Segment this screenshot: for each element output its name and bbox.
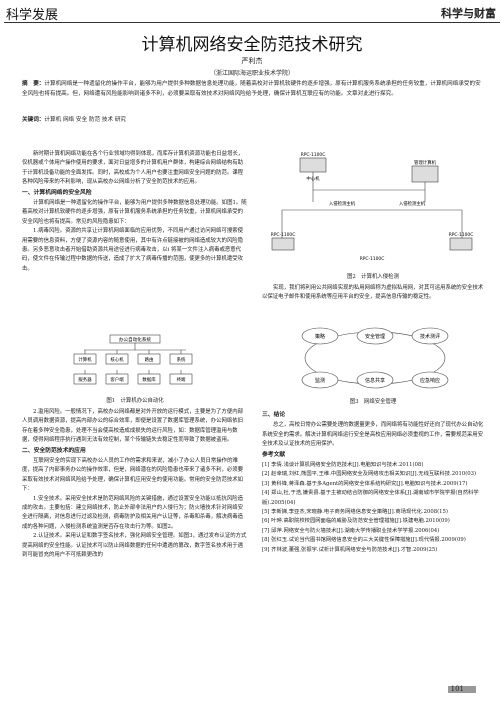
reference-item: [7] 邱萍.网络安全与防火墙技术[J].湖南大学传播职业技术学学报.2006(… bbox=[262, 527, 440, 534]
section-2-paragraph-2: 1.安全技术。采用安全技术是防范网络风险的关键措施，通过设置安全功能以抵抗风险造… bbox=[22, 495, 244, 530]
fig1-node-box bbox=[105, 373, 129, 385]
fig1-top-label: 办公自动化系统 bbox=[119, 336, 152, 343]
fig1-node-label: 系统 bbox=[177, 356, 186, 363]
paper-title: 计算机网络安全防范技术研究 bbox=[141, 35, 363, 55]
abstract-label: 摘 要： bbox=[22, 81, 45, 87]
left-column-top: 新时期计算机网络功能在各个行业领域均得到体现，而库存计算机资源功能也日益增长，仅… bbox=[22, 150, 248, 274]
keywords: 关键词：计算机 网络 安全 防范 技术 研究 bbox=[22, 115, 484, 123]
fig3-node-ellipse bbox=[301, 371, 339, 389]
abstract: 摘 要：计算机网络是一种遗留化的操作平台，能够为用户提供多种数据信息处理功能，随… bbox=[22, 80, 484, 99]
figure-2: RPC-1100C 中心机 管理计算机入侵检测主机 入侵检测主机 RPC-1100C RP… bbox=[262, 150, 484, 270]
section-2-heading: 二、安全防范技术的应用 bbox=[22, 447, 86, 454]
fig3-node-ellipse bbox=[356, 371, 394, 389]
journal-section-label: 科学发展 bbox=[6, 8, 59, 23]
fig3-node-ellipse bbox=[411, 371, 449, 389]
affiliation: （浙江国际海运职业技术学院） bbox=[209, 70, 294, 77]
reference-item: [8] 张红玉.试论当代图书馆网络信息安全的三大关键性保障措施[J].现代情报.… bbox=[262, 537, 466, 544]
reference-item: [3] 黄科锋,蒋泽森.基于多Agent的网络安全体系结构研究[J].电脑知识与… bbox=[262, 480, 468, 487]
fig2-node-label: 中心机 bbox=[306, 175, 320, 182]
right-paragraph-1: 实现，我们将利用公共网络实现的私用网络称为虚拟私用网，对其可运用系统的安全技术以… bbox=[262, 285, 484, 301]
fig3-node-label: 应急响应 bbox=[420, 377, 440, 384]
fig1-node-box bbox=[137, 373, 161, 385]
intro-paragraph: 新时期计算机网络功能在各个行业领域均得到体现，而库存计算机资源功能也日益增长，仅… bbox=[22, 151, 244, 186]
fig3-node-label: 安全管理 bbox=[365, 333, 385, 340]
section-1-paragraph-2: 1.病毒风险。资源的共享让计算机网络面临的应用优势，不同用户通过访问网络可搜索使… bbox=[22, 228, 244, 272]
section-1-paragraph-1: 计算机网络是一种遗留化的操作平台，能够为用户提供多种数据信息处理功能。如图1。随… bbox=[22, 200, 247, 225]
fig1-node-label: 数据库 bbox=[142, 376, 156, 383]
journal-name: 科学与财富 bbox=[441, 7, 496, 20]
reference-item: [2] 赵幸瑞,刘红,熊国平,王维.中国网络安全及网络攻击相关知识[J].无线互… bbox=[262, 471, 477, 478]
keywords-text: 计算机 网络 安全 防范 技术 研究 bbox=[44, 117, 127, 123]
section-1-paragraph-3: 2.滥用风险。一般情况下，高校办公网络都是对外开放的运行模式，主要是为了方便内部… bbox=[22, 409, 244, 444]
fig2-node-label: RPC-1100C bbox=[449, 232, 474, 238]
header-divider bbox=[4, 22, 500, 23]
fig1-node-label: 终端 bbox=[177, 376, 186, 383]
fig1-node-label: 路由 bbox=[145, 356, 154, 363]
reference-item: [9] 齐林波,董强,张振宇.试析计算机网络安全与防范技术[J].才智.2009… bbox=[262, 546, 438, 553]
section-3-paragraph: 总之，高校日常办公需要处理的数据量更多，而网络将有功能性好还向了现代办公自动化系… bbox=[262, 422, 484, 448]
fig2-node-label: RPC-1100C bbox=[360, 256, 385, 262]
keywords-label: 关键词： bbox=[22, 117, 45, 123]
fig1-node-label: 核心机 bbox=[110, 356, 124, 363]
section-2-paragraph-1: 互联网安全的实现下高校办公人员的工作的需求和来说，减小了办公人员日常操作的难度，… bbox=[22, 458, 244, 493]
fig1-node-box bbox=[137, 353, 161, 365]
figure-1: 办公自动化系统 计算机 核心机 路由 系统服务器 客户端 数据库 终端 bbox=[70, 334, 200, 396]
fig1-node-label: 计算机 bbox=[78, 356, 92, 363]
fig3-node-label: 信息共享 bbox=[365, 377, 385, 384]
fig3-node-label: 技术测评 bbox=[420, 333, 440, 340]
fig1-node-label: 客户端 bbox=[110, 376, 124, 383]
figure-3: 策略 安全管理 技术测评监测 信息共享 应急响应 bbox=[280, 318, 470, 398]
figure-3-caption: 图3 网络安全管理 bbox=[349, 399, 397, 405]
fig1-node-box bbox=[169, 373, 193, 385]
reference-item: [5] 李新娣,李亚杰,宋晓静.电子商务网络信息安全策略[J].商场现代化.20… bbox=[262, 509, 448, 516]
fig3-node-label: 策略 bbox=[315, 333, 325, 340]
figure-2-caption: 图2 计算机入侵检测 bbox=[347, 274, 399, 280]
reference-item: [4] 郑山,杜,于浩,嫌贵县.基于主被动结合防御的网络安全体系[J].湖南城市… bbox=[262, 490, 479, 506]
section-2-paragraph-3: 2.认证技术。采用认证和数字签名技术，强化网络安全管理。如图3，通过发布认证的方… bbox=[22, 533, 247, 559]
abstract-text: 计算机网络是一种遗留化的操作平台，能够为用户提供多种数据信息处理功能，随着高校对… bbox=[22, 81, 481, 97]
author: 严利杰 bbox=[241, 57, 263, 65]
reference-item: [6] 叶晔.高职院校校园网面临的威胁及防范安全管理措施[J].铁建电脑.201… bbox=[262, 518, 450, 525]
fig1-node-box bbox=[105, 353, 129, 365]
references-heading: 参考文献 bbox=[262, 451, 286, 458]
fig3-node-ellipse bbox=[301, 327, 339, 345]
fig2-node-label: 入侵检测主机 bbox=[329, 200, 356, 207]
fig1-node-label: 服务器 bbox=[78, 376, 92, 383]
fig1-node-box bbox=[73, 373, 97, 385]
left-column-bottom: 2.滥用风险。一般情况下，高校办公网络都是对外开放的运行模式，主要是为了方便内部… bbox=[22, 408, 248, 561]
fig2-node-label: RPC-1100C bbox=[301, 152, 326, 158]
page-number-bar bbox=[448, 686, 476, 693]
fig1-node-box bbox=[169, 353, 193, 365]
running-header: 科学发展 科学与财富 bbox=[0, 0, 504, 23]
section-3-heading: 三、结论 bbox=[262, 412, 286, 418]
fig3-node-label: 监测 bbox=[315, 377, 325, 384]
references-list: [1] 李倩.浅谈计算机网络安全防范技术[J].电脑知识与技术.2011(08)… bbox=[262, 461, 484, 555]
figure-1-caption: 图1 计算机办公自动化 bbox=[106, 398, 164, 404]
fig1-node-box bbox=[73, 353, 97, 365]
fig2-node-label: 管理计算机 bbox=[414, 159, 437, 166]
fig3-node-ellipse bbox=[356, 327, 394, 345]
right-column-top: 实现，我们将利用公共网络实现的私用网络称为虚拟私用网，对其可运用系统的安全技术以… bbox=[262, 284, 484, 303]
reference-item: [1] 李倩.浅谈计算机网络安全防范技术[J].电脑知识与技术.2011(08) bbox=[262, 462, 424, 469]
fig2-node-label: RPC-1100C bbox=[271, 232, 296, 238]
section-1-heading: 一、计算机网络的安全风险 bbox=[22, 189, 92, 196]
right-column-bottom: 三、结论 总之，高校日常办公需要处理的数据量更多，而网络将有功能性好还向了现代办… bbox=[262, 410, 484, 555]
fig3-node-ellipse bbox=[411, 327, 449, 345]
fig2-node-label: 入侵检测主机 bbox=[399, 200, 426, 207]
page-number: 101 bbox=[450, 685, 464, 693]
